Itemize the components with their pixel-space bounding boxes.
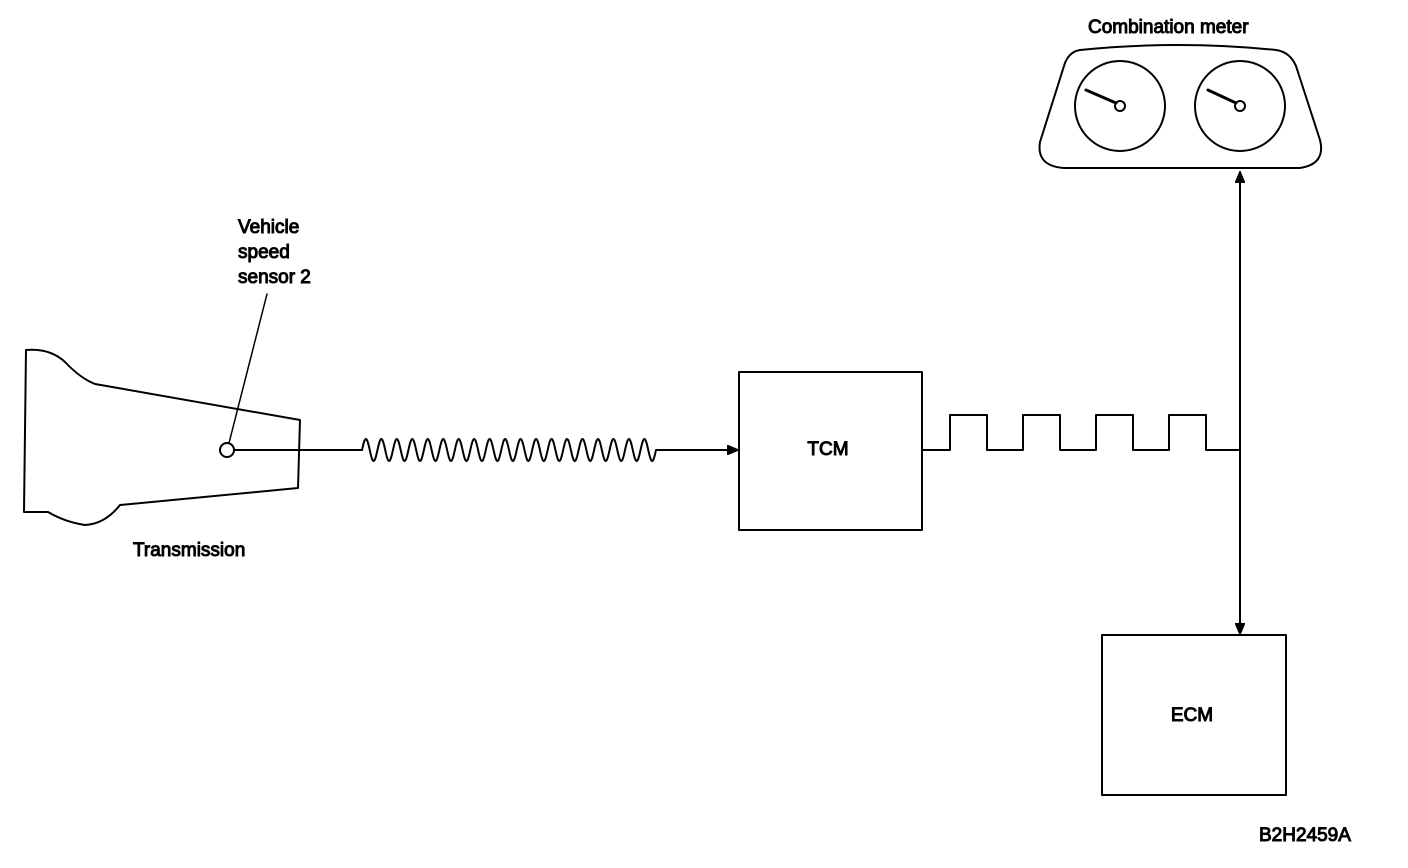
square-wave-signal	[921, 414, 1241, 451]
sensor-label-line3: sensor 2	[238, 267, 311, 288]
tcm-box: TCM	[738, 371, 923, 531]
ecm-box: ECM	[1101, 634, 1287, 796]
vehicle-speed-sensor	[219, 293, 268, 458]
sensor-label-line2: speed	[238, 242, 290, 263]
tcm-label: TCM	[807, 439, 848, 460]
ecm-label: ECM	[1171, 705, 1213, 726]
sensor-label-line1: Vehicle	[238, 217, 299, 238]
sine-wave-signal	[361, 438, 657, 462]
transmission	[23, 348, 301, 526]
sensor-icon	[219, 442, 235, 458]
right-gauge-icon	[1194, 60, 1286, 152]
combination-meter	[1038, 44, 1322, 169]
sensor-leader-line	[228, 293, 268, 444]
combination-meter-label: Combination meter	[1088, 17, 1249, 38]
left-gauge-icon	[1074, 60, 1166, 152]
figure-code: B2H2459A	[1259, 825, 1351, 846]
transmission-label: Transmission	[133, 540, 245, 561]
